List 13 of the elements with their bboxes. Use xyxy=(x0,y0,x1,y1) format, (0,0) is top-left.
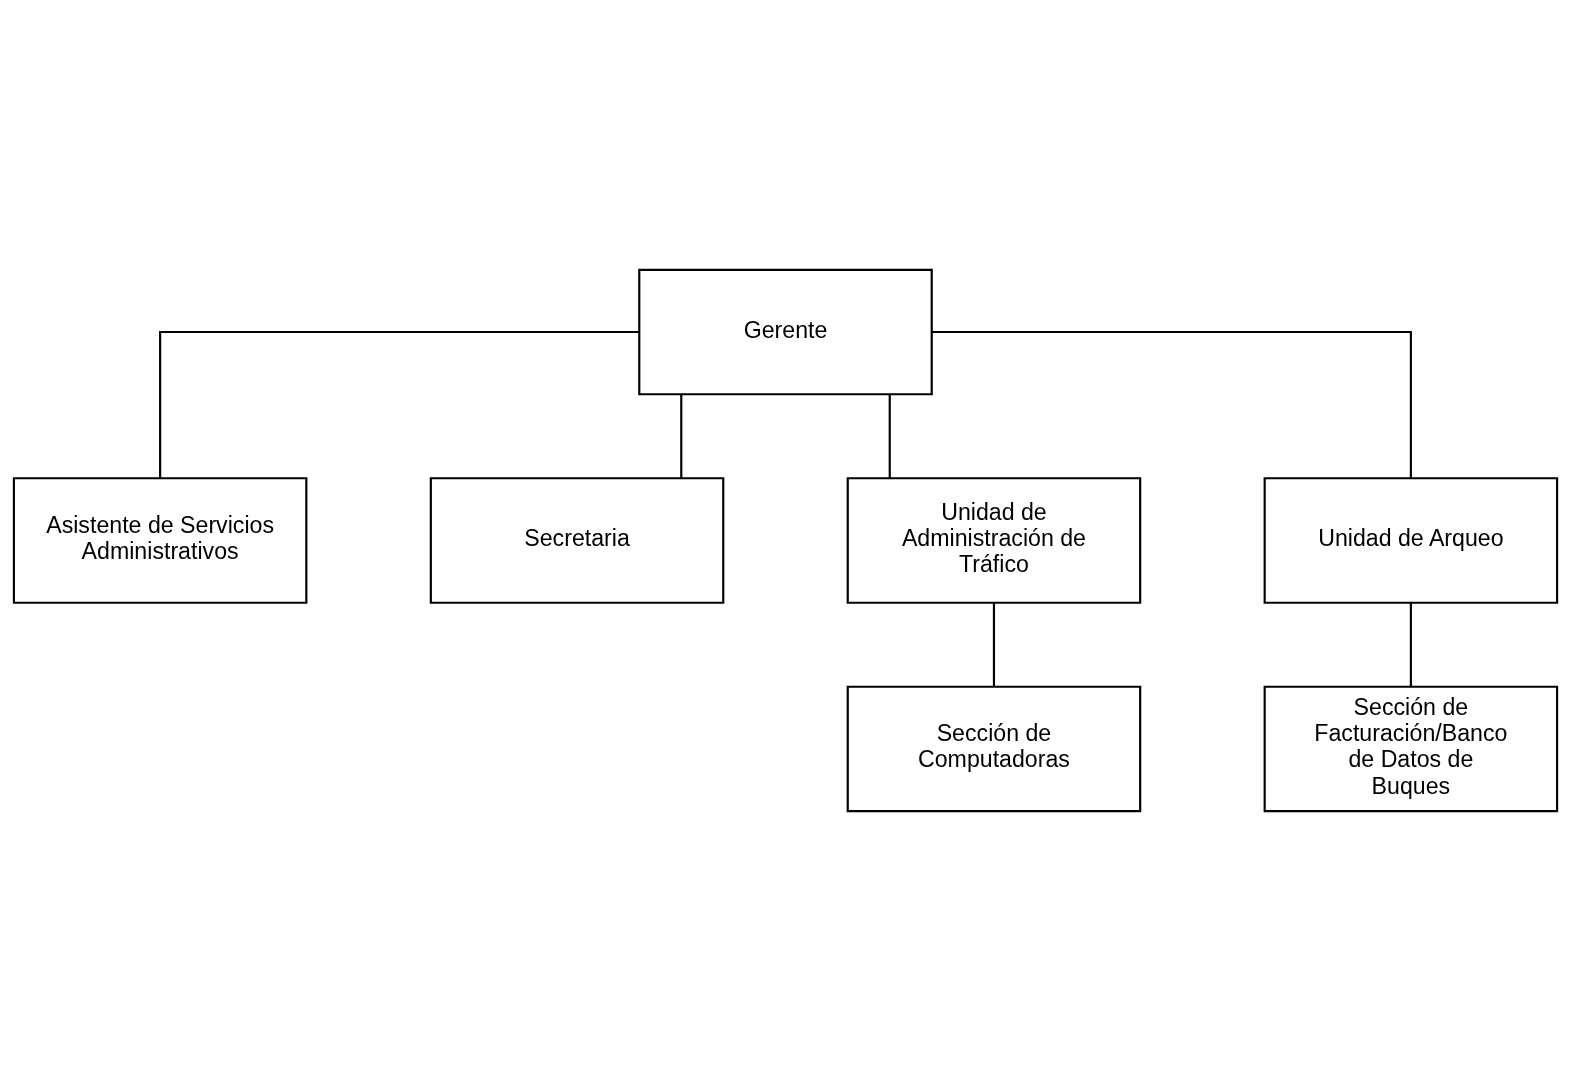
connector xyxy=(680,394,683,478)
node-box: Asistente de Servicios Administrativos xyxy=(12,477,308,604)
node-box: Unidad de Arqueo xyxy=(1263,477,1559,604)
node-box: Secretaria xyxy=(429,477,725,604)
node-box: Gerente xyxy=(638,268,933,396)
connector xyxy=(888,394,891,478)
connector xyxy=(931,330,1412,478)
node-box: Unidad de Administración de Tráfico xyxy=(846,477,1142,604)
connector xyxy=(1409,603,1412,687)
connector xyxy=(159,330,640,478)
connector xyxy=(992,603,996,687)
node-box: Sección de Computadoras xyxy=(846,685,1142,813)
node-box: Sección de Facturación/Banco de Datos de Buques xyxy=(1263,685,1559,813)
